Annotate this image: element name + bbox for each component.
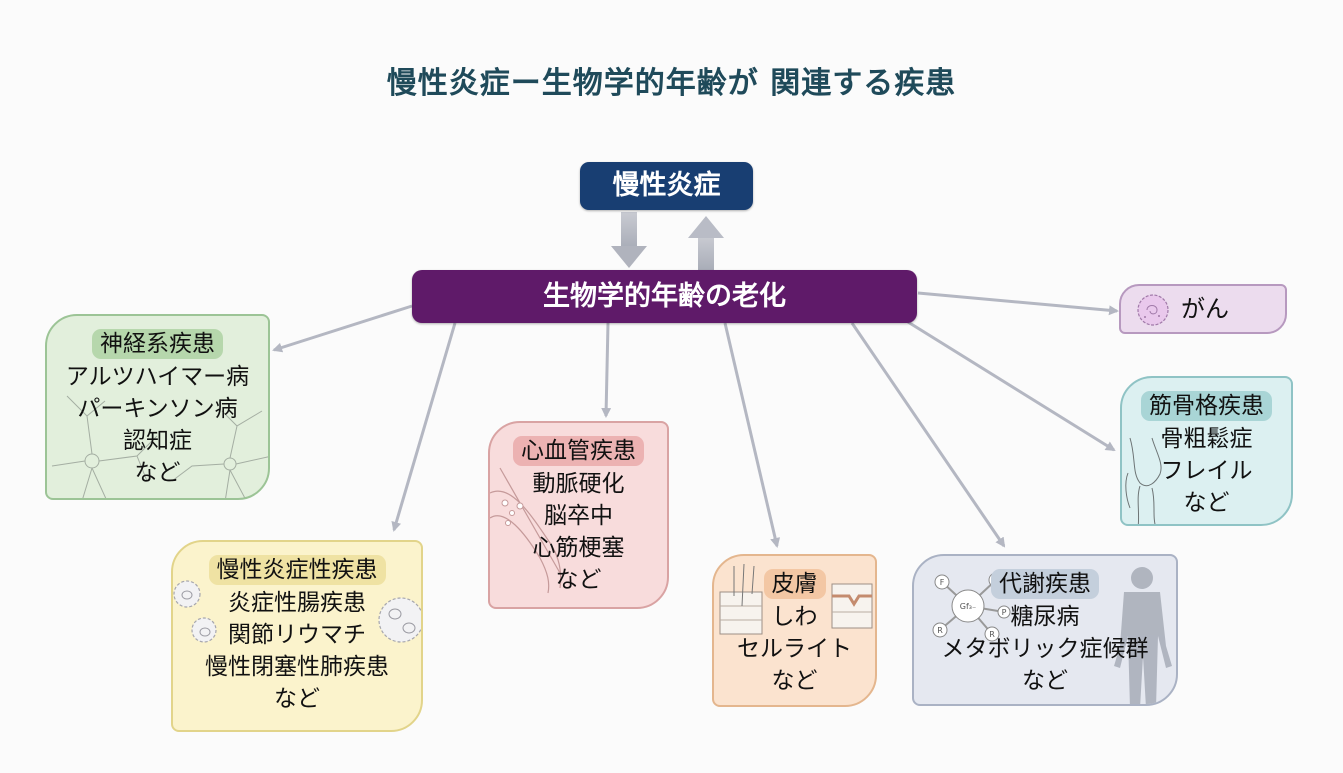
metabolic-item: メタボリック症候群 (941, 636, 1149, 662)
arrow-to-cancer (917, 291, 1119, 316)
metabolic-item: など (1022, 668, 1068, 694)
cardio-item: 動脈硬化 (532, 471, 625, 497)
molecule-r-label: R (937, 626, 943, 635)
musculo-item: など (1183, 490, 1230, 516)
inflammatory-item: 炎症性腸疾患 (228, 590, 366, 616)
immune-cell-icon (173, 580, 421, 643)
skin-item: など (771, 668, 818, 694)
molecule-p-label: P (1002, 608, 1007, 617)
skin-layer-icon (719, 563, 873, 635)
musculo-header: 筋骨格疾患 (1141, 391, 1272, 421)
arrow-to-cardio (601, 322, 612, 418)
neuro-item: 認知症 (123, 428, 192, 454)
molecule-r-label: R (989, 630, 995, 639)
arrow-to-metabolic (850, 322, 1006, 548)
cardio-item: など (555, 567, 602, 593)
arrow-aging-to-inflammation (688, 216, 724, 270)
cancer-cell-icon (1137, 294, 1169, 326)
cardio-header: 心血管疾患 (513, 436, 644, 466)
neuro-item: など (134, 460, 181, 486)
inflammatory-item: など (274, 686, 320, 712)
molecule-f-label: F (940, 578, 945, 587)
neuro-header: 神経系疾患 (92, 329, 223, 359)
arrow-to-neuro (272, 304, 413, 353)
skin-item: セルライト (737, 636, 852, 662)
neuro-item: パーキンソン病 (77, 396, 238, 422)
metabolic-item: 糖尿病 (1010, 604, 1080, 630)
neuro-item: アルツハイマー病 (65, 364, 250, 390)
musculo-item: 骨粗鬆症 (1160, 426, 1253, 452)
inflammatory-item: 慢性閉塞性肺疾患 (205, 654, 389, 680)
cardio-item: 脳卒中 (544, 503, 613, 529)
cardiovascular-disease-box: 心血管疾患 動脈硬化 脳卒中 心筋梗塞 など (488, 421, 669, 609)
neuro-disease-box: 神経系疾患 アルツハイマー病 パーキンソン病 認知症 など (45, 314, 270, 500)
neuron-icon (51, 395, 268, 498)
arrow-to-inflammatory (391, 322, 457, 532)
knee-joint-icon (1125, 437, 1162, 524)
chronic-inflammation-node: 慢性炎症 (580, 162, 753, 210)
arrow-to-musculo (907, 320, 1116, 452)
musculoskeletal-disease-box: 筋骨格疾患 骨粗鬆症 フレイル など (1120, 376, 1293, 526)
arrow-to-skin (723, 322, 781, 548)
skin-disease-box: 皮膚 しわ セルライト など (712, 554, 877, 707)
diagram-title: 慢性炎症ー生物学的年齢が 関連する疾患 (386, 66, 957, 101)
biological-aging-node: 生物学的年齢の老化 (412, 270, 917, 323)
cancer-box: がん (1119, 284, 1287, 334)
cancer-label: がん (1181, 295, 1229, 323)
cardio-item: 心筋梗塞 (532, 535, 625, 561)
blood-vessel-icon (490, 467, 562, 594)
metabolic-header: 代謝疾患 (991, 569, 1099, 599)
arrow-inflammation-to-aging (611, 212, 647, 268)
musculo-item: フレイル (1160, 458, 1253, 484)
inflammatory-item: 関節リウマチ (228, 622, 366, 648)
skin-header: 皮膚 (763, 569, 826, 599)
molecule-icon: Gf₃₋ F F R R P (932, 572, 1011, 642)
human-body-icon (1114, 567, 1172, 704)
inflammatory-disease-box: 慢性炎症性疾患 炎症性腸疾患 関節リウマチ 慢性閉塞性肺疾患 など (171, 540, 423, 732)
metabolic-disease-box: Gf₃₋ F F R R P 代謝疾患 糖尿病 メタボリック症候群 など (912, 554, 1178, 706)
molecule-center-label: Gf₃₋ (960, 602, 976, 611)
skin-item: しわ (771, 604, 818, 630)
inflammatory-header: 慢性炎症性疾患 (208, 555, 386, 585)
